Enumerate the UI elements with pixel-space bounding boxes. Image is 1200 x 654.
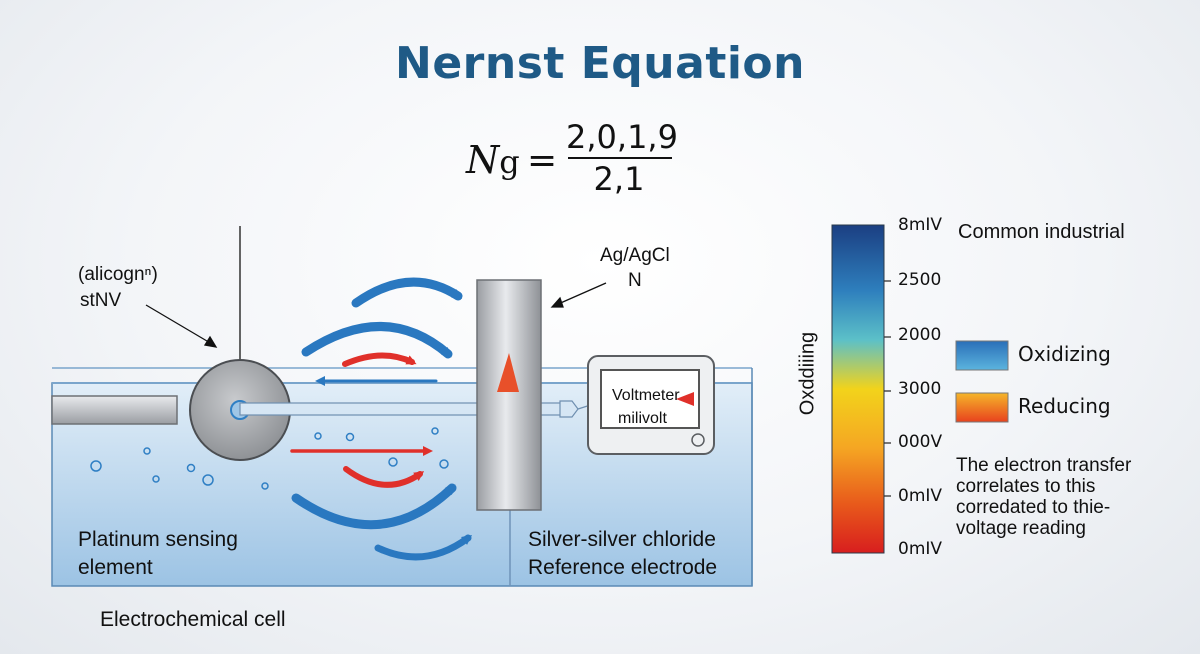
electrochemical-cell-label: Electrochemical cell	[100, 608, 286, 631]
equation-lhs: Ng	[466, 138, 520, 182]
red-arc-arrow-2	[343, 466, 425, 488]
scale-tick-label: 8mIV	[898, 215, 943, 235]
equation-lhs-subscript: g	[499, 143, 520, 181]
page-title: Nernst Equation	[395, 38, 805, 89]
equation-numerator: 2,0,1,9	[566, 118, 678, 156]
scale-tick-label: 2500	[898, 270, 942, 290]
agagcl-n-label: N	[628, 270, 642, 291]
millivolt-label: milivolt	[618, 410, 667, 427]
note-line-1: The electron transfer	[956, 455, 1132, 476]
electron-flow-arrows	[290, 277, 473, 561]
legend-swatch-reducing	[955, 392, 1009, 423]
callout-lines	[145, 282, 607, 348]
top-left-label-2: stNV	[80, 290, 122, 311]
blue-arc-arrow-4	[374, 534, 473, 561]
legend-label-reducing: Reducing	[1018, 394, 1111, 418]
legend-swatch-oxidizing	[955, 340, 1009, 371]
red-arc-arrow-1	[342, 352, 417, 367]
top-left-label-1: (alicognⁿ)	[78, 264, 158, 285]
legend-header: Common industrial	[958, 221, 1125, 243]
silver-label-1: Silver-silver chloride	[528, 528, 716, 551]
voltmeter-pointer-icon	[676, 392, 694, 406]
equation-equals: =	[527, 140, 558, 181]
note-line-3: corredated to thie-	[956, 497, 1111, 518]
equation-denominator: 2,1	[593, 160, 645, 198]
scale-tick-label: 000V	[898, 432, 943, 452]
blue-arc-arrow-2	[301, 322, 453, 359]
left-rod	[51, 395, 178, 425]
voltmeter-label: Voltmeter	[612, 387, 680, 404]
legend-label-oxidizing: Oxidizing	[1018, 342, 1111, 366]
equation-fraction-bar	[568, 157, 672, 159]
scale-tick-label: 0mIV	[898, 539, 943, 559]
equation-lhs-symbol: N	[466, 138, 500, 182]
potential-color-scale	[831, 224, 891, 554]
connecting-tube	[239, 400, 601, 418]
note-line-4: voltage reading	[956, 518, 1086, 539]
note-line-2: correlates to this	[956, 476, 1096, 497]
scale-axis-label: Oxddiiing	[796, 331, 819, 416]
blue-arc-arrow-3	[291, 483, 457, 530]
platinum-label-2: element	[78, 556, 153, 579]
scale-tick-label: 0mIV	[898, 486, 943, 506]
scale-tick-label: 3000	[898, 379, 942, 399]
agagcl-label: Ag/AgCl	[600, 245, 670, 266]
blue-arc-arrow-1	[351, 277, 463, 308]
silver-label-2: Reference electrode	[528, 556, 718, 579]
scale-tick-label: 2000	[898, 325, 942, 345]
reference-electrode-rod	[476, 279, 542, 511]
platinum-label-1: Platinum sensing	[78, 528, 238, 551]
